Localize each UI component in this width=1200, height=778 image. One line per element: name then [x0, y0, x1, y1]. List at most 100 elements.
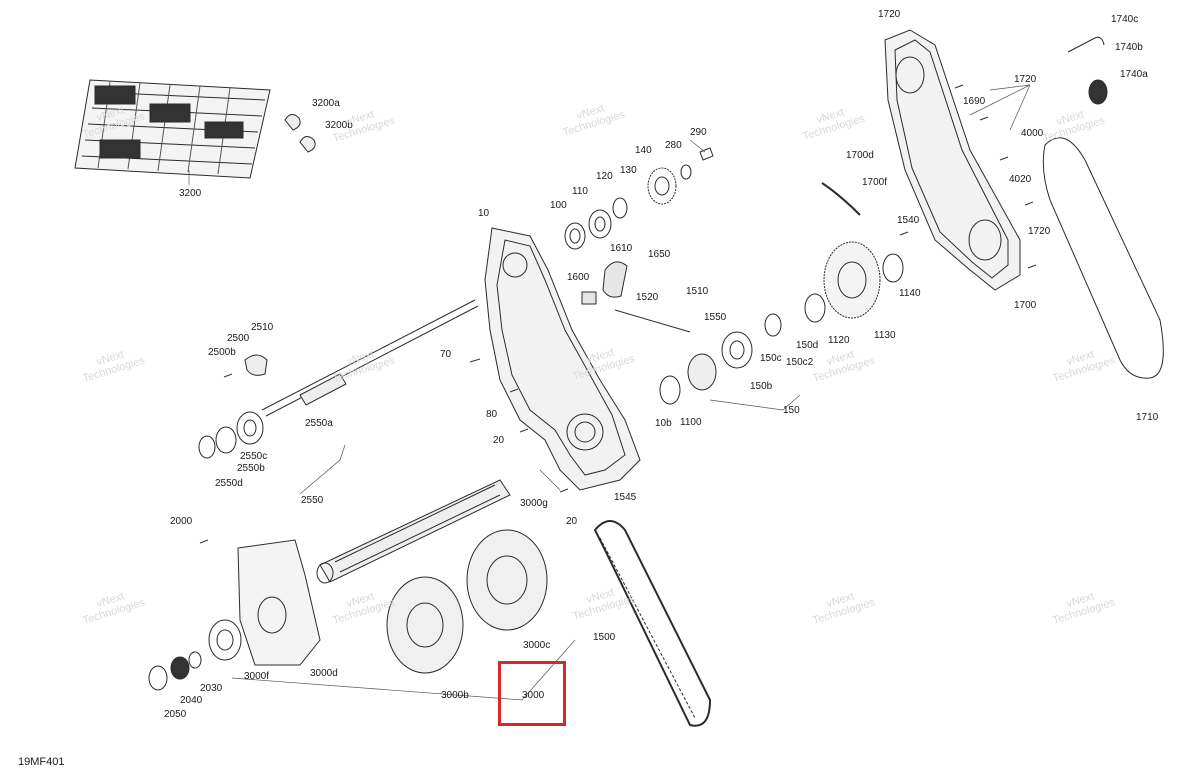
callout-1510[interactable]: 1510 — [686, 286, 709, 297]
callout-2550b[interactable]: 2550b — [237, 463, 265, 474]
part-1140-ring[interactable] — [882, 253, 904, 283]
part-3000f-bearing[interactable] — [208, 619, 242, 661]
callout-20[interactable]: 20 — [493, 435, 505, 446]
part-290-bolt[interactable] — [699, 147, 714, 161]
callout-20[interactable]: 20 — [566, 516, 578, 527]
callout-3000b[interactable]: 3000b — [441, 690, 469, 701]
callout-3000d[interactable]: 3000d — [310, 668, 338, 679]
callout-2550c[interactable]: 2550c — [240, 451, 268, 462]
callout-150c2[interactable]: 150c2 — [786, 357, 814, 368]
part-2550d-ring[interactable] — [198, 435, 216, 459]
part-1500-chain[interactable] — [593, 520, 712, 727]
callout-2030[interactable]: 2030 — [200, 683, 223, 694]
part-140-sprocket[interactable] — [647, 167, 677, 205]
part-3000d-bearing-plate[interactable] — [237, 539, 321, 666]
callout-2000[interactable]: 2000 — [170, 516, 193, 527]
callout-1720[interactable]: 1720 — [1014, 74, 1037, 85]
part-3200-track-mat[interactable] — [74, 79, 271, 179]
callout-130[interactable]: 130 — [620, 165, 637, 176]
callout-2050[interactable]: 2050 — [164, 709, 187, 720]
callout-3000[interactable]: 3000 — [522, 690, 545, 701]
part-1740c-dipstick[interactable] — [1067, 36, 1105, 53]
part-3200a-clip[interactable] — [284, 114, 316, 153]
part-1610-tensioner[interactable] — [602, 261, 628, 298]
callout-290[interactable]: 290 — [690, 127, 707, 138]
callout-4020[interactable]: 4020 — [1009, 174, 1032, 185]
callout-280[interactable]: 280 — [665, 140, 682, 151]
part-1100-ring[interactable] — [659, 375, 681, 405]
callout-1720[interactable]: 1720 — [1028, 226, 1051, 237]
callout-1740c[interactable]: 1740c — [1111, 14, 1139, 25]
callout-1710[interactable]: 1710 — [1136, 412, 1159, 423]
part-1520-rod[interactable] — [614, 309, 691, 333]
callout-3200a[interactable]: 3200a — [312, 98, 340, 109]
callout-1550[interactable]: 1550 — [704, 312, 727, 323]
callout-150d[interactable]: 150d — [796, 340, 819, 351]
part-3000-drive-shaft[interactable] — [316, 479, 511, 584]
callout-80[interactable]: 80 — [486, 409, 498, 420]
callout-3000f[interactable]: 3000f — [244, 671, 270, 682]
callout-2510[interactable]: 2510 — [251, 322, 274, 333]
callout-2040[interactable]: 2040 — [180, 695, 203, 706]
callout-1540[interactable]: 1540 — [897, 215, 920, 226]
part-2050-ring[interactable] — [148, 665, 168, 691]
callout-70[interactable]: 70 — [440, 349, 452, 360]
callout-3000c[interactable]: 3000c — [523, 640, 551, 651]
part-1740a-cap[interactable] — [1088, 79, 1108, 105]
part-1710-gasket[interactable] — [1042, 137, 1164, 379]
part-3000b-sprocket[interactable] — [386, 576, 464, 674]
part-120-ring[interactable] — [612, 197, 628, 219]
callout-1120[interactable]: 1120 — [828, 335, 850, 346]
part-280-washer[interactable] — [680, 164, 692, 180]
callout-1500[interactable]: 1500 — [593, 632, 616, 643]
callout-2550d[interactable]: 2550d — [215, 478, 243, 489]
part-10-chaincase-housing[interactable] — [484, 227, 641, 491]
part-2500-bracket[interactable] — [244, 354, 268, 376]
callout-1740a[interactable]: 1740a — [1120, 69, 1148, 80]
callout-1545[interactable]: 1545 — [614, 492, 637, 503]
part-1600-pad[interactable] — [581, 291, 597, 305]
callout-3000g[interactable]: 3000g — [520, 498, 548, 509]
callout-2500b[interactable]: 2500b — [208, 347, 236, 358]
part-150b-bearing[interactable] — [721, 331, 753, 369]
callout-1700[interactable]: 1700 — [1014, 300, 1037, 311]
callout-1100[interactable]: 1100 — [680, 417, 702, 428]
part-1120-gear[interactable] — [823, 241, 881, 319]
part-2550b-seal[interactable] — [215, 426, 237, 454]
callout-1650[interactable]: 1650 — [648, 249, 671, 260]
callout-150[interactable]: 150 — [783, 405, 800, 416]
part-1700-chaincase-cover[interactable] — [884, 29, 1021, 291]
callout-10b[interactable]: 10b — [655, 418, 672, 429]
callout-1600[interactable]: 1600 — [567, 272, 590, 283]
part-100-bearing[interactable] — [564, 222, 586, 250]
callout-1740b[interactable]: 1740b — [1115, 42, 1143, 53]
bolts[interactable] — [199, 84, 1037, 544]
callout-1720[interactable]: 1720 — [878, 9, 901, 20]
callout-110[interactable]: 110 — [572, 186, 588, 197]
callout-1700d[interactable]: 1700d — [846, 150, 874, 161]
part-1130-ring[interactable] — [804, 293, 826, 323]
callout-150c[interactable]: 150c — [760, 353, 782, 364]
callout-1610[interactable]: 1610 — [610, 243, 633, 254]
part-2040-nut[interactable] — [170, 656, 190, 680]
callout-1520[interactable]: 1520 — [636, 292, 659, 303]
callout-3200b[interactable]: 3200b — [325, 120, 353, 131]
part-3000c-sprocket[interactable] — [466, 529, 548, 631]
part-2550c-bearing[interactable] — [236, 411, 264, 445]
callout-150b[interactable]: 150b — [750, 381, 773, 392]
callout-100[interactable]: 100 — [550, 200, 567, 211]
callout-1140[interactable]: 1140 — [899, 288, 921, 299]
highlighted-callout-box[interactable] — [498, 661, 566, 726]
callout-2550a[interactable]: 2550a — [305, 418, 333, 429]
part-2030-washer[interactable] — [188, 651, 202, 669]
part-110-bearing[interactable] — [588, 209, 612, 239]
callout-1700f[interactable]: 1700f — [862, 177, 888, 188]
part-1700f-hose[interactable] — [821, 182, 861, 216]
callout-1130[interactable]: 1130 — [874, 330, 896, 341]
part-150-bearing-set[interactable] — [687, 353, 717, 391]
callout-2550[interactable]: 2550 — [301, 495, 324, 506]
callout-120[interactable]: 120 — [596, 171, 613, 182]
part-2550a-shaft[interactable] — [261, 299, 479, 417]
callout-10[interactable]: 10 — [478, 208, 490, 219]
callout-3200[interactable]: 3200 — [179, 188, 202, 199]
